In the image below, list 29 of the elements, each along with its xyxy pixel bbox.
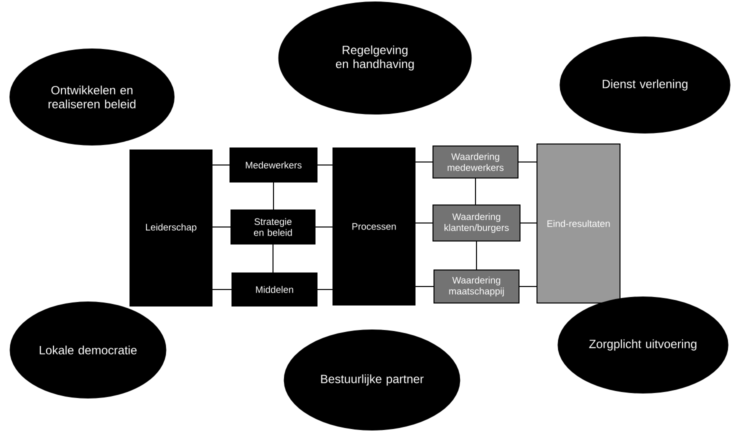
connector-line	[212, 289, 232, 290]
connector-line	[518, 286, 538, 287]
result-box: Waardering klanten/burgers	[432, 204, 520, 242]
oval-node: Zorgplicht uitvoering	[558, 296, 728, 394]
result-box: Eind-resultaten	[536, 144, 620, 304]
process-box: Medewerkers	[230, 148, 318, 182]
oval-node: Ontwikkelen en realiseren beleid	[9, 48, 175, 146]
connector-line	[475, 178, 476, 206]
connector-line	[273, 182, 274, 210]
result-box: Waardering medewerkers	[432, 146, 518, 178]
process-box: Processen	[332, 148, 416, 306]
oval-node: Regelgeving en handhaving	[278, 2, 472, 114]
result-box: Waardering maatschappij	[434, 270, 520, 304]
connector-line	[314, 226, 334, 228]
connector-line	[212, 226, 232, 228]
connector-line	[316, 164, 334, 166]
connector-line	[414, 286, 434, 287]
connector-line	[476, 240, 477, 270]
process-box: Leiderschap	[130, 150, 212, 306]
process-box: Strategie en beleid	[230, 210, 316, 244]
oval-node: Lokale democratie	[10, 302, 166, 398]
process-box: Middelen	[232, 272, 318, 306]
oval-node: Dienst verlening	[560, 36, 730, 134]
connector-line	[520, 222, 538, 224]
connector-line	[316, 289, 334, 290]
connector-line	[272, 244, 274, 274]
connector-line	[414, 222, 434, 224]
oval-node: Bestuurlijke partner	[284, 330, 460, 430]
connector-line	[212, 164, 230, 166]
